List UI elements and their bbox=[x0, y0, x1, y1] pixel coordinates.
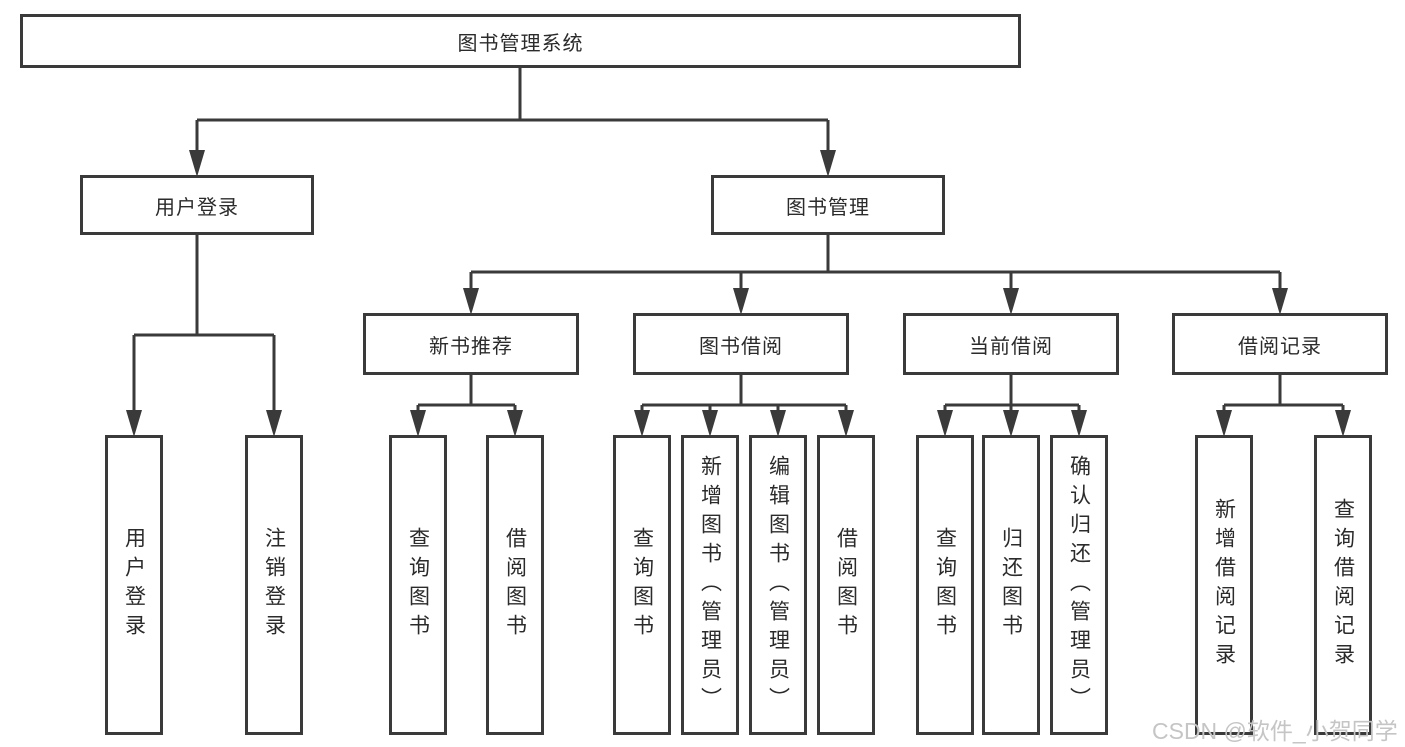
leaf-query-books-borrow-label: 查询图书 bbox=[630, 527, 654, 643]
leaf-edit-books-admin: 编辑图书（管理员） bbox=[749, 435, 807, 735]
leaf-query-borrow-record: 查询借阅记录 bbox=[1314, 435, 1372, 735]
leaf-confirm-return-admin-label: 确认归还（管理员） bbox=[1067, 454, 1091, 716]
leaf-logout-label: 注销登录 bbox=[262, 527, 286, 643]
watermark: CSDN @软件_小贺同学 bbox=[1152, 718, 1398, 744]
leaf-user-login-label: 用户登录 bbox=[122, 527, 146, 643]
leaf-borrow-books-recommend: 借阅图书 bbox=[486, 435, 544, 735]
leaf-return-books: 归还图书 bbox=[982, 435, 1040, 735]
leaf-query-books-recommend: 查询图书 bbox=[389, 435, 447, 735]
leaf-add-borrow-record: 新增借阅记录 bbox=[1195, 435, 1253, 735]
leaf-confirm-return-admin: 确认归还（管理员） bbox=[1050, 435, 1108, 735]
node-new-book-recommend: 新书推荐 bbox=[363, 313, 579, 375]
node-borrow-records: 借阅记录 bbox=[1172, 313, 1388, 375]
node-root: 图书管理系统 bbox=[20, 14, 1021, 68]
leaf-edit-books-admin-label: 编辑图书（管理员） bbox=[766, 454, 790, 716]
leaf-add-borrow-record-label: 新增借阅记录 bbox=[1212, 498, 1236, 672]
leaf-add-books-admin-label: 新增图书（管理员） bbox=[698, 454, 722, 716]
leaf-borrow-books-label: 借阅图书 bbox=[834, 527, 858, 643]
leaf-logout: 注销登录 bbox=[245, 435, 303, 735]
node-book-management-label: 图书管理 bbox=[786, 196, 870, 219]
leaf-query-books-current-label: 查询图书 bbox=[933, 527, 957, 643]
node-root-label: 图书管理系统 bbox=[457, 32, 584, 55]
node-borrow-records-label: 借阅记录 bbox=[1238, 335, 1322, 358]
leaf-query-borrow-record-label: 查询借阅记录 bbox=[1331, 498, 1355, 672]
leaf-user-login: 用户登录 bbox=[105, 435, 163, 735]
node-user-login-label: 用户登录 bbox=[155, 196, 239, 219]
leaf-add-books-admin: 新增图书（管理员） bbox=[681, 435, 739, 735]
leaf-borrow-books: 借阅图书 bbox=[817, 435, 875, 735]
leaf-query-books-current: 查询图书 bbox=[916, 435, 974, 735]
node-user-login: 用户登录 bbox=[80, 175, 314, 235]
leaf-borrow-books-recommend-label: 借阅图书 bbox=[503, 527, 527, 643]
node-book-borrow-label: 图书借阅 bbox=[699, 335, 783, 358]
node-current-borrow-label: 当前借阅 bbox=[969, 335, 1053, 358]
node-new-book-recommend-label: 新书推荐 bbox=[429, 335, 513, 358]
node-book-borrow: 图书借阅 bbox=[633, 313, 849, 375]
node-book-management: 图书管理 bbox=[711, 175, 945, 235]
leaf-query-books-recommend-label: 查询图书 bbox=[406, 527, 430, 643]
node-current-borrow: 当前借阅 bbox=[903, 313, 1119, 375]
leaf-query-books-borrow: 查询图书 bbox=[613, 435, 671, 735]
leaf-return-books-label: 归还图书 bbox=[999, 527, 1023, 643]
